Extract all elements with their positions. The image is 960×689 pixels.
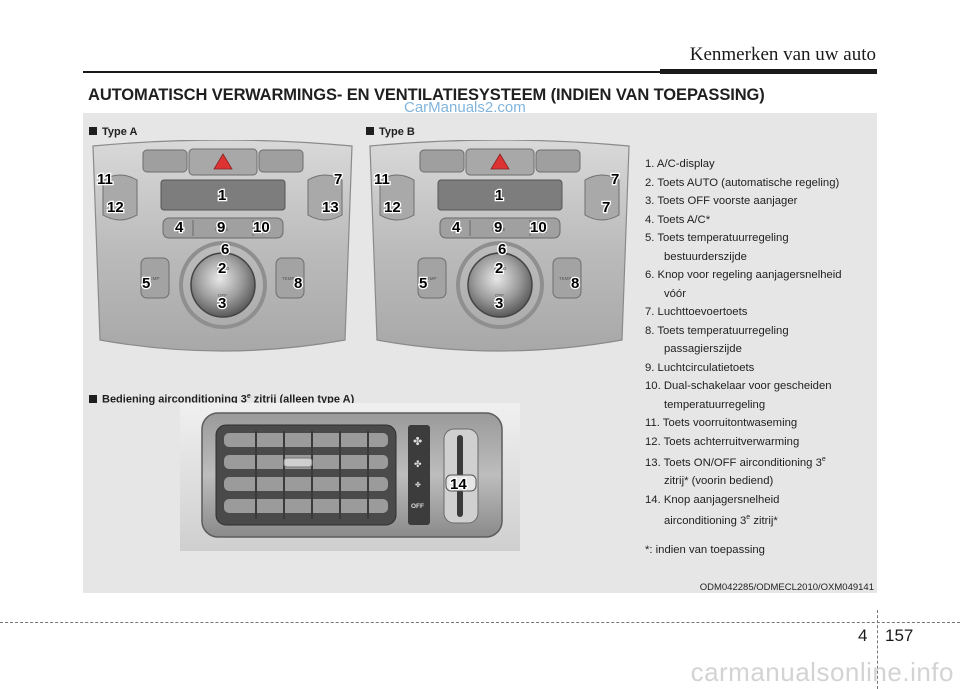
control-panel-type-b: A/C MODE DUAL TEMP TEMP AUTO OFF 1 2 3 4… xyxy=(362,140,637,360)
callout-10: 10 xyxy=(253,219,270,236)
callout-2: 2 xyxy=(495,260,503,277)
header-rule xyxy=(83,71,660,73)
callout-6: 6 xyxy=(498,241,506,258)
caption-type-b: Type B xyxy=(366,126,415,138)
legend-item-continued: bestuurderszijde xyxy=(645,248,873,267)
footer-rule xyxy=(0,622,960,623)
callout-4: 4 xyxy=(452,219,461,236)
legend-item-continued: zitrij* (voorin bediend) xyxy=(645,472,873,491)
off-label: OFF xyxy=(411,503,424,510)
watermark-bottom: carmanualsonline.info xyxy=(691,657,954,688)
callout-10: 10 xyxy=(530,219,547,236)
callout-1: 1 xyxy=(495,187,503,204)
callout-9: 9 xyxy=(217,219,225,236)
fan-medium-icon: ✤ xyxy=(414,460,422,470)
control-panel-type-a: A/C MODE DUAL TEMP TEMP AUTO OFF 1 2 3 4… xyxy=(85,140,360,360)
fan-high-icon: ✤ xyxy=(413,435,422,448)
callout-11: 11 xyxy=(97,171,113,188)
fan-low-icon: ✤ xyxy=(415,481,421,489)
caption-bullet xyxy=(89,395,97,403)
callout-8: 8 xyxy=(571,275,579,292)
callout-3: 3 xyxy=(218,295,226,312)
callout-7-bottom: 7 xyxy=(602,199,610,216)
legend-list: 1. A/C-display 2. Toets AUTO (automatisc… xyxy=(645,155,873,559)
legend-item: 6. Knop voor regeling aanjagersnelheid xyxy=(645,266,873,285)
callout-14: 14 xyxy=(450,476,467,493)
callout-5: 5 xyxy=(419,275,427,292)
callout-1: 1 xyxy=(218,187,226,204)
callout-5: 5 xyxy=(142,275,150,292)
legend-item: 2. Toets AUTO (automatische regeling) xyxy=(645,174,873,193)
rear-vent-unit: ✤ ✤ ✤ OFF 14 xyxy=(180,403,520,551)
caption-bullet xyxy=(366,127,374,135)
legend-item-continued: passagierszijde xyxy=(645,340,873,359)
callout-6: 6 xyxy=(221,241,229,258)
callout-11: 11 xyxy=(374,171,390,188)
legend-item: 5. Toets temperatuurregeling xyxy=(645,229,873,248)
callout-2: 2 xyxy=(218,260,226,277)
callout-4: 4 xyxy=(175,219,184,236)
legend-item-continued: vóór xyxy=(645,285,873,304)
caption-bullet xyxy=(89,127,97,135)
legend-item: 9. Luchtcirculatietoets xyxy=(645,359,873,378)
callout-3: 3 xyxy=(495,295,503,312)
image-codes: ODM042285/ODMECL2010/OXM049141 xyxy=(700,582,874,593)
callout-12: 12 xyxy=(384,199,401,216)
callout-12: 12 xyxy=(107,199,124,216)
legend-item: 14. Knop aanjagersnelheid xyxy=(645,491,873,510)
legend-item: 12. Toets achterruitverwarming xyxy=(645,433,873,452)
legend-item-continued: temperatuurregeling xyxy=(645,396,873,415)
header-rule-accent xyxy=(660,69,877,74)
legend-item-continued: airconditioning 3e zitrij* xyxy=(645,509,873,530)
legend-item: 10. Dual-schakelaar voor gescheiden xyxy=(645,377,873,396)
legend-item: 3. Toets OFF voorste aanjager xyxy=(645,192,873,211)
callout-7-top: 7 xyxy=(611,171,619,188)
legend-item: 8. Toets temperatuurregeling xyxy=(645,322,873,341)
callout-13: 13 xyxy=(322,199,339,216)
running-header-title: Kenmerken van uw auto xyxy=(690,44,876,66)
legend-item: 7. Luchttoevoertoets xyxy=(645,303,873,322)
legend-item: 1. A/C-display xyxy=(645,155,873,174)
page-number: 157 xyxy=(885,626,913,646)
caption-type-a: Type A xyxy=(89,126,137,138)
callout-7: 7 xyxy=(334,171,342,188)
chapter-number: 4 xyxy=(858,626,867,646)
vent-tab xyxy=(284,458,312,467)
callout-8: 8 xyxy=(294,275,302,292)
callout-9: 9 xyxy=(494,219,502,236)
legend-item: 13. Toets ON/OFF airconditioning 3e xyxy=(645,451,873,472)
svg-text:TEMP: TEMP xyxy=(282,276,295,281)
legend-item: 4. Toets A/C* xyxy=(645,211,873,230)
legend-item: 11. Toets voorruitontwaseming xyxy=(645,414,873,433)
legend-footnote: *: indien van toepassing xyxy=(645,541,873,560)
svg-text:TEMP: TEMP xyxy=(559,276,572,281)
